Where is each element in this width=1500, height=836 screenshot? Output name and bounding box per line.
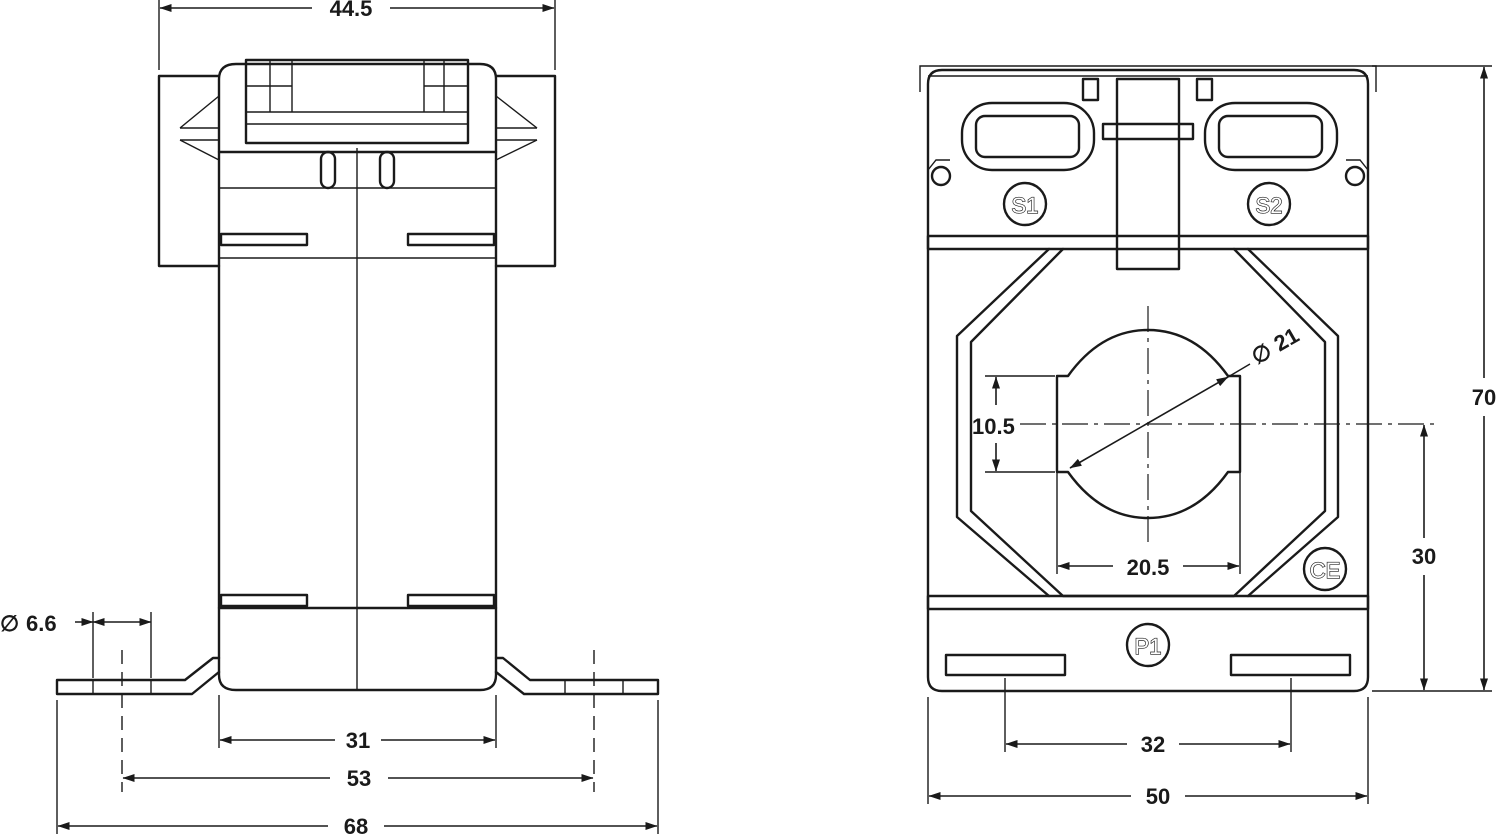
label-31: 31 [346, 728, 370, 753]
label-68: 68 [344, 814, 368, 836]
label-53: 53 [347, 766, 371, 791]
bottom-slot-left [944, 653, 1067, 677]
side-view: 44.5 ∅ 6.6 31 53 68 [0, 0, 660, 836]
terminal-slots [960, 77, 1339, 172]
terminal-s1: S1 [1002, 181, 1048, 227]
label-10-5: 10.5 [972, 414, 1015, 439]
label-21: 21 [1270, 322, 1304, 356]
svg-text:S2: S2 [1256, 193, 1283, 218]
svg-text:P1: P1 [1135, 634, 1162, 659]
side-body [157, 58, 557, 692]
svg-text:S1: S1 [1012, 193, 1039, 218]
central-window [1020, 306, 1436, 574]
label-70: 70 [1472, 385, 1496, 410]
label-6-6: 6.6 [26, 611, 57, 636]
mounting-feet [55, 650, 660, 792]
label-50: 50 [1146, 784, 1170, 809]
dim-overall-width-front: 50 [927, 697, 1369, 809]
label-30: 30 [1412, 544, 1436, 569]
front-body [919, 65, 1377, 693]
label-32: 32 [1141, 732, 1165, 757]
terminal-p1: P1 [1125, 622, 1171, 668]
terminal-s2: S2 [1246, 181, 1292, 227]
dim-hole-diameter: ∅ 6.6 [0, 611, 152, 636]
ce-mark: CE [1302, 546, 1348, 592]
label-44-5: 44.5 [330, 0, 373, 21]
diameter-symbol: ∅ [0, 611, 19, 636]
dim-total-length: 68 [57, 814, 658, 836]
dim-slot-spacing: 32 [1004, 678, 1292, 757]
dim-hole-spacing: 53 [122, 766, 594, 791]
dim-window-width: 20.5 [1057, 555, 1240, 580]
bottom-slot-right [1229, 653, 1352, 677]
dim-window-diameter: ∅ 21 [1247, 322, 1303, 369]
dim-center-height: 30 [1372, 424, 1436, 692]
dim-window-flat: 10.5 [972, 375, 1055, 473]
dim-mount-width: 31 [219, 728, 496, 753]
center-clip [1101, 77, 1195, 271]
octagon-frame [955, 247, 1340, 598]
svg-text:CE: CE [1310, 558, 1341, 583]
front-view: S1 S2 P1 CE [919, 65, 1496, 809]
dim-overall-height: 70 [1372, 65, 1496, 692]
diameter-symbol: ∅ [1247, 338, 1276, 369]
label-20-5: 20.5 [1127, 555, 1170, 580]
dim-overall-width-side: 44.5 [159, 0, 555, 21]
